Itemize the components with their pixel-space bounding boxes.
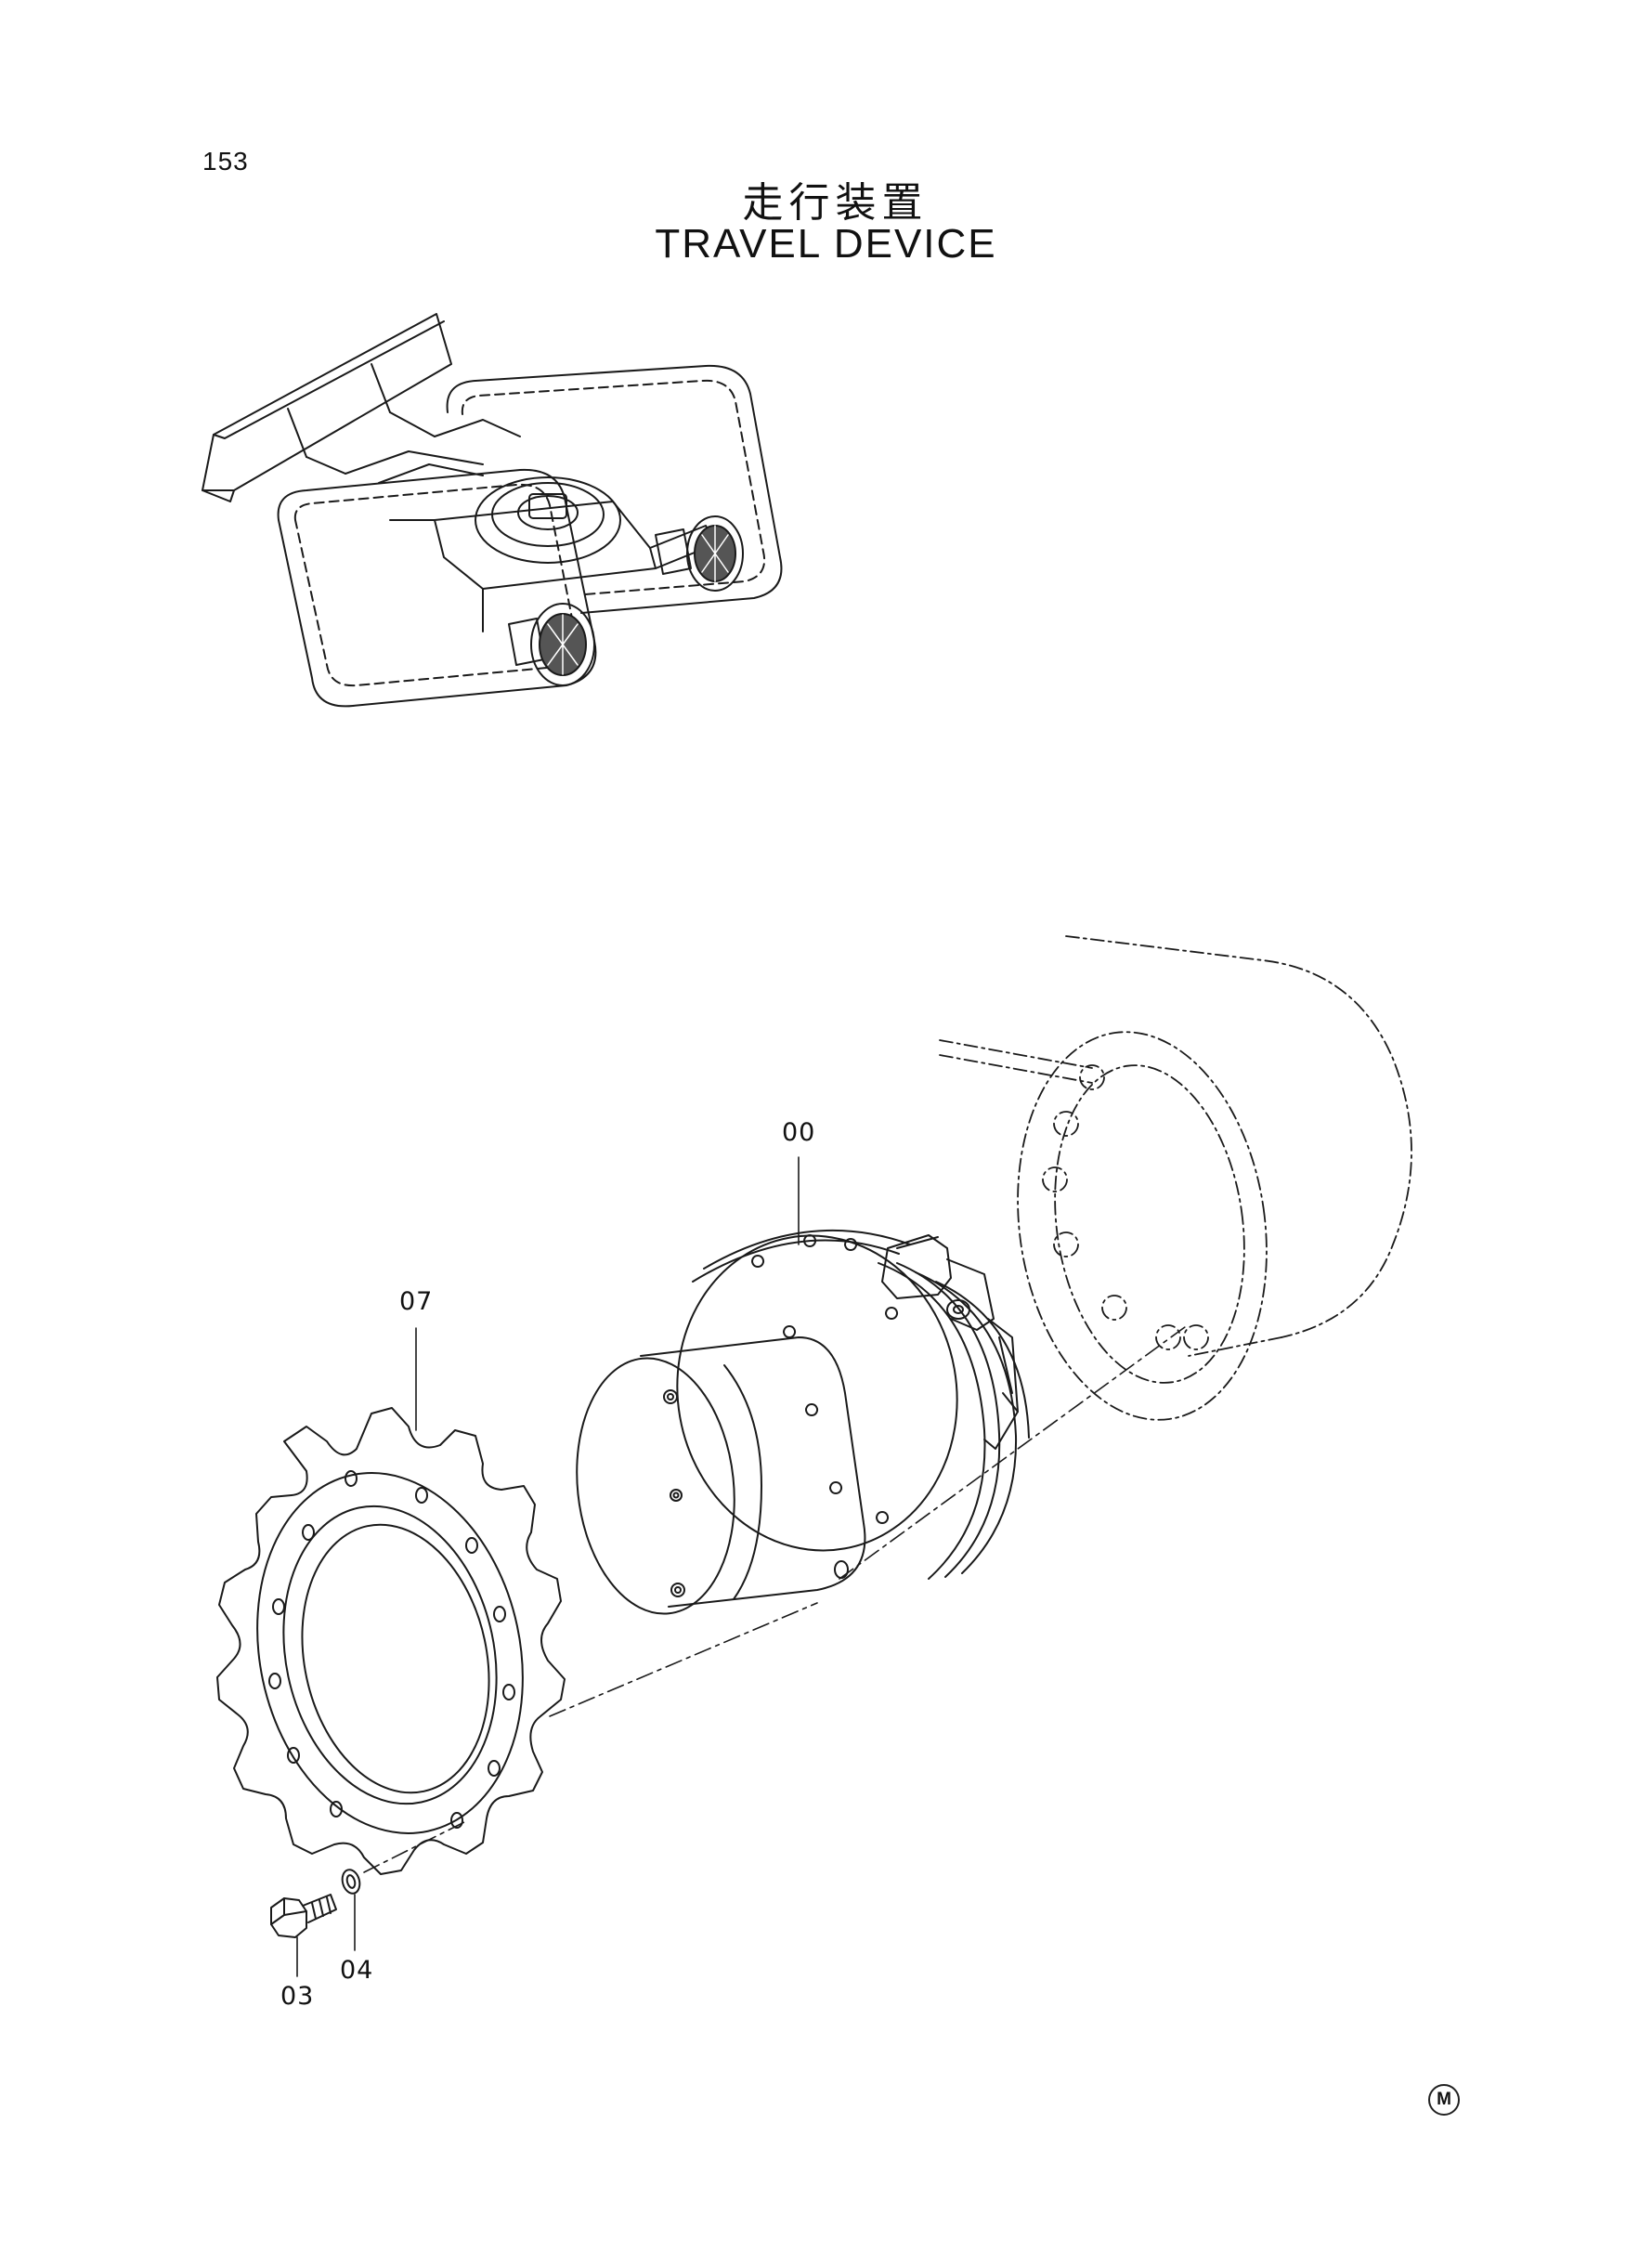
callout-00: 00 bbox=[782, 1118, 816, 1147]
page-number: 153 bbox=[202, 147, 249, 176]
washer bbox=[341, 1869, 361, 1895]
title-japanese: 走行装置 bbox=[742, 179, 929, 227]
bolt bbox=[270, 1894, 337, 1938]
leader-lines bbox=[296, 1156, 800, 1977]
travel-motor-overview-rear bbox=[655, 515, 744, 592]
sprocket bbox=[216, 1407, 818, 1875]
track-frame-phantom bbox=[939, 935, 1412, 1421]
travel-motor-overview-front bbox=[508, 603, 595, 686]
travel-device-assembly bbox=[576, 1229, 1190, 1615]
undercarriage-overview bbox=[202, 313, 783, 708]
corner-m-mark: M bbox=[1428, 2084, 1460, 2116]
title-english: TRAVEL DEVICE bbox=[655, 221, 997, 267]
callout-04: 04 bbox=[340, 1956, 374, 1985]
callout-07: 07 bbox=[399, 1287, 434, 1316]
callout-03: 03 bbox=[280, 1982, 315, 2011]
